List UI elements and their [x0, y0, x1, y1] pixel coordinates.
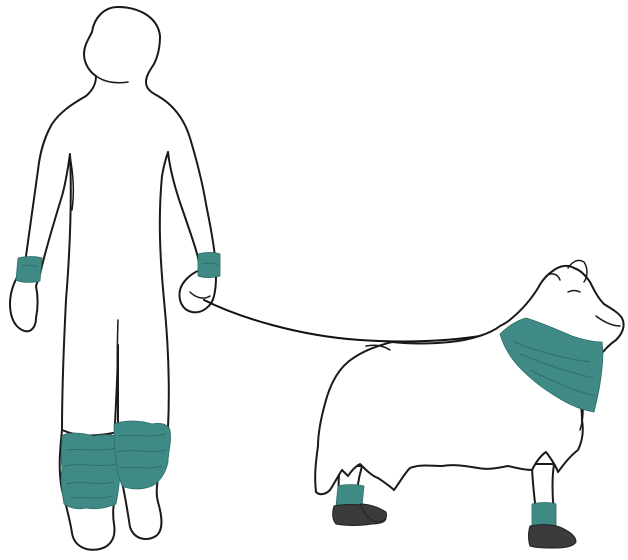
person-body — [10, 7, 216, 436]
person-right-leg-gaiter — [114, 421, 171, 489]
person-silhouette-icon — [10, 7, 220, 550]
collie-dog-icon — [315, 260, 623, 548]
person-right-wrist-band — [198, 253, 220, 278]
person-left-wrist-band — [16, 257, 42, 283]
leash-icon — [204, 300, 522, 341]
dog-front-boot — [529, 525, 577, 548]
dog-front-leg-band — [532, 503, 556, 528]
person-leg-split-line — [117, 320, 118, 405]
